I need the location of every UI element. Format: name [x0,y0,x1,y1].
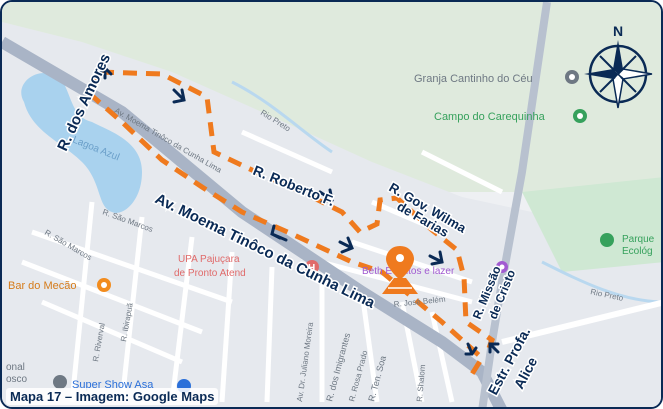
pin-base-icon [382,278,418,294]
poi-markers: H [53,70,614,393]
label-upa: UPA Pajuçara [178,254,240,265]
label-nal: onal [6,362,25,373]
label-granja: Granja Cantinho do Céu [414,73,533,85]
av-moema-road [2,36,507,407]
location-pin-icon [386,246,414,280]
lagoa-azul-water [21,72,143,213]
compass-rose-icon: N [584,23,653,109]
hospital-poi-icon [305,260,319,274]
arrow-left-icon [270,224,288,242]
highway-north-south [478,2,551,407]
label-parque: Parque [622,234,655,245]
label-upa-2: de Pronto Atend [174,268,246,279]
direction-arrows [97,65,500,356]
arrow-right-icon-2 [318,188,334,204]
label-parque-2: Ecológ [622,246,653,257]
label-bar: Bar do Mecão [8,280,76,292]
arrow-down-right-icon [172,88,186,104]
park-area [522,177,661,272]
arrow-up-icon-2 [464,342,478,356]
label-osco: osco [6,374,28,385]
rio-preto-stream-east [541,260,661,304]
label-shalom: R. Shalom [415,364,427,402]
rio-preto-stream [231,80,333,154]
arrow-right-icon [338,236,354,254]
route-moema-segment [86,70,486,376]
park-poi-icon [600,233,614,247]
route-northern-loop [99,69,496,357]
east-road [501,299,661,345]
osco-poi-icon [53,375,67,389]
label-campo: Campo do Carequinha [434,111,546,123]
arrow-right-icon-3 [428,250,444,266]
svg-text:H: H [308,263,315,274]
compass-north-label: N [613,23,623,39]
label-beth: Beth Eventos e lazer [362,266,455,277]
arrow-up-icon [97,65,113,80]
arrow-up-left-icon [488,342,500,354]
map-caption: Mapa 17 – Imagem: Google Maps [6,388,219,405]
